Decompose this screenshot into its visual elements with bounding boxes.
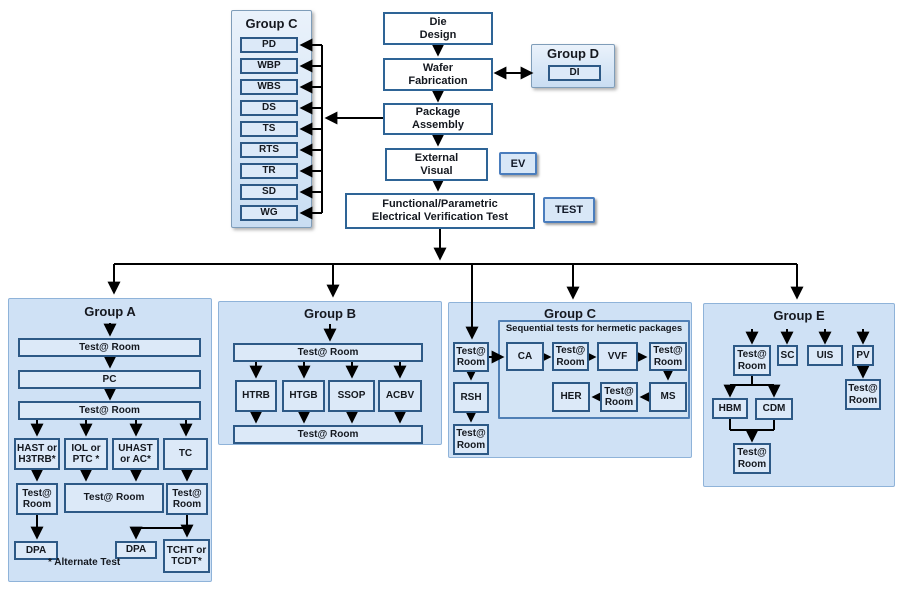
node-tr: TR <box>240 163 298 179</box>
node-external-visual: External Visual <box>385 148 488 181</box>
gb-htgb: HTGB <box>282 380 325 412</box>
group-a-title: Group A <box>84 304 136 319</box>
ga-uhast-ac: UHAST or AC* <box>112 438 159 470</box>
node-wg: WG <box>240 205 298 221</box>
group-c-bottom-title: Group C <box>544 306 596 321</box>
ga-tc: TC <box>163 438 208 470</box>
node-die-design: Die Design <box>383 12 493 45</box>
node-wbp: WBP <box>240 58 298 74</box>
node-sd: SD <box>240 184 298 200</box>
ge-test-room-1: Test@ Room <box>733 345 771 376</box>
gb-test-room-1: Test@ Room <box>233 343 423 362</box>
node-pd: PD <box>240 37 298 53</box>
ga-test-room-4: Test@ Room <box>64 483 164 513</box>
ga-dpa-2: DPA <box>115 541 157 559</box>
gc-test-room-bottom: Test@ Room <box>453 424 489 455</box>
hermetic-subbox-label: Sequential tests for hermetic packages <box>505 323 683 334</box>
ga-test-room-5: Test@ Room <box>166 483 208 515</box>
ge-sc: SC <box>777 345 798 366</box>
ge-hbm: HBM <box>712 398 748 419</box>
ga-iol-ptc: IOL or PTC * <box>64 438 108 470</box>
ga-test-room-1: Test@ Room <box>18 338 201 357</box>
gc-her: HER <box>552 382 590 412</box>
node-package-assembly: Package Assembly <box>383 103 493 135</box>
gc-test-room-left: Test@ Room <box>453 342 489 372</box>
gc-test-room-c: Test@ Room <box>600 382 638 412</box>
ga-test-room-2: Test@ Room <box>18 401 201 420</box>
gc-ca: CA <box>506 342 544 371</box>
node-wafer-fabrication: Wafer Fabrication <box>383 58 493 91</box>
node-functional-parametric-test: Functional/Parametric Electrical Verific… <box>345 193 535 229</box>
ga-test-room-3: Test@ Room <box>16 483 58 515</box>
ge-pv: PV <box>852 345 874 366</box>
gb-htrb: HTRB <box>235 380 277 412</box>
node-wbs: WBS <box>240 79 298 95</box>
ga-tcht-tcdt: TCHT or TCDT* <box>163 539 210 573</box>
ge-test-room-2: Test@ Room <box>733 443 771 474</box>
gb-ssop: SSOP <box>328 380 375 412</box>
ga-dpa-1: DPA <box>14 541 58 560</box>
test-badge: TEST <box>543 197 595 223</box>
gc-vvf: VVF <box>597 342 638 371</box>
gc-test-room-a: Test@ Room <box>552 342 589 371</box>
gb-test-room-2: Test@ Room <box>233 425 423 444</box>
gc-ms: MS <box>649 382 687 412</box>
ge-test-room-pv: Test@ Room <box>845 379 881 410</box>
group-e-title: Group E <box>773 308 825 323</box>
gc-rsh: RSH <box>453 382 489 413</box>
node-rts: RTS <box>240 142 298 158</box>
alternate-test-note: * Alternate Test <box>48 557 121 568</box>
gb-acbv: ACBV <box>378 380 422 412</box>
group-d-title: Group D <box>547 46 599 61</box>
ev-badge: EV <box>499 152 537 175</box>
node-ds: DS <box>240 100 298 116</box>
gc-test-room-b: Test@ Room <box>649 342 687 371</box>
group-b-title: Group B <box>304 306 356 321</box>
group-c-top-title: Group C <box>245 16 298 31</box>
node-ts: TS <box>240 121 298 137</box>
ge-cdm: CDM <box>755 398 793 420</box>
node-di: DI <box>548 65 601 81</box>
ge-uis: UIS <box>807 345 843 366</box>
ga-hast-h3trb: HAST or H3TRB* <box>14 438 60 470</box>
group-b-container <box>218 301 442 445</box>
ga-pc: PC <box>18 370 201 389</box>
